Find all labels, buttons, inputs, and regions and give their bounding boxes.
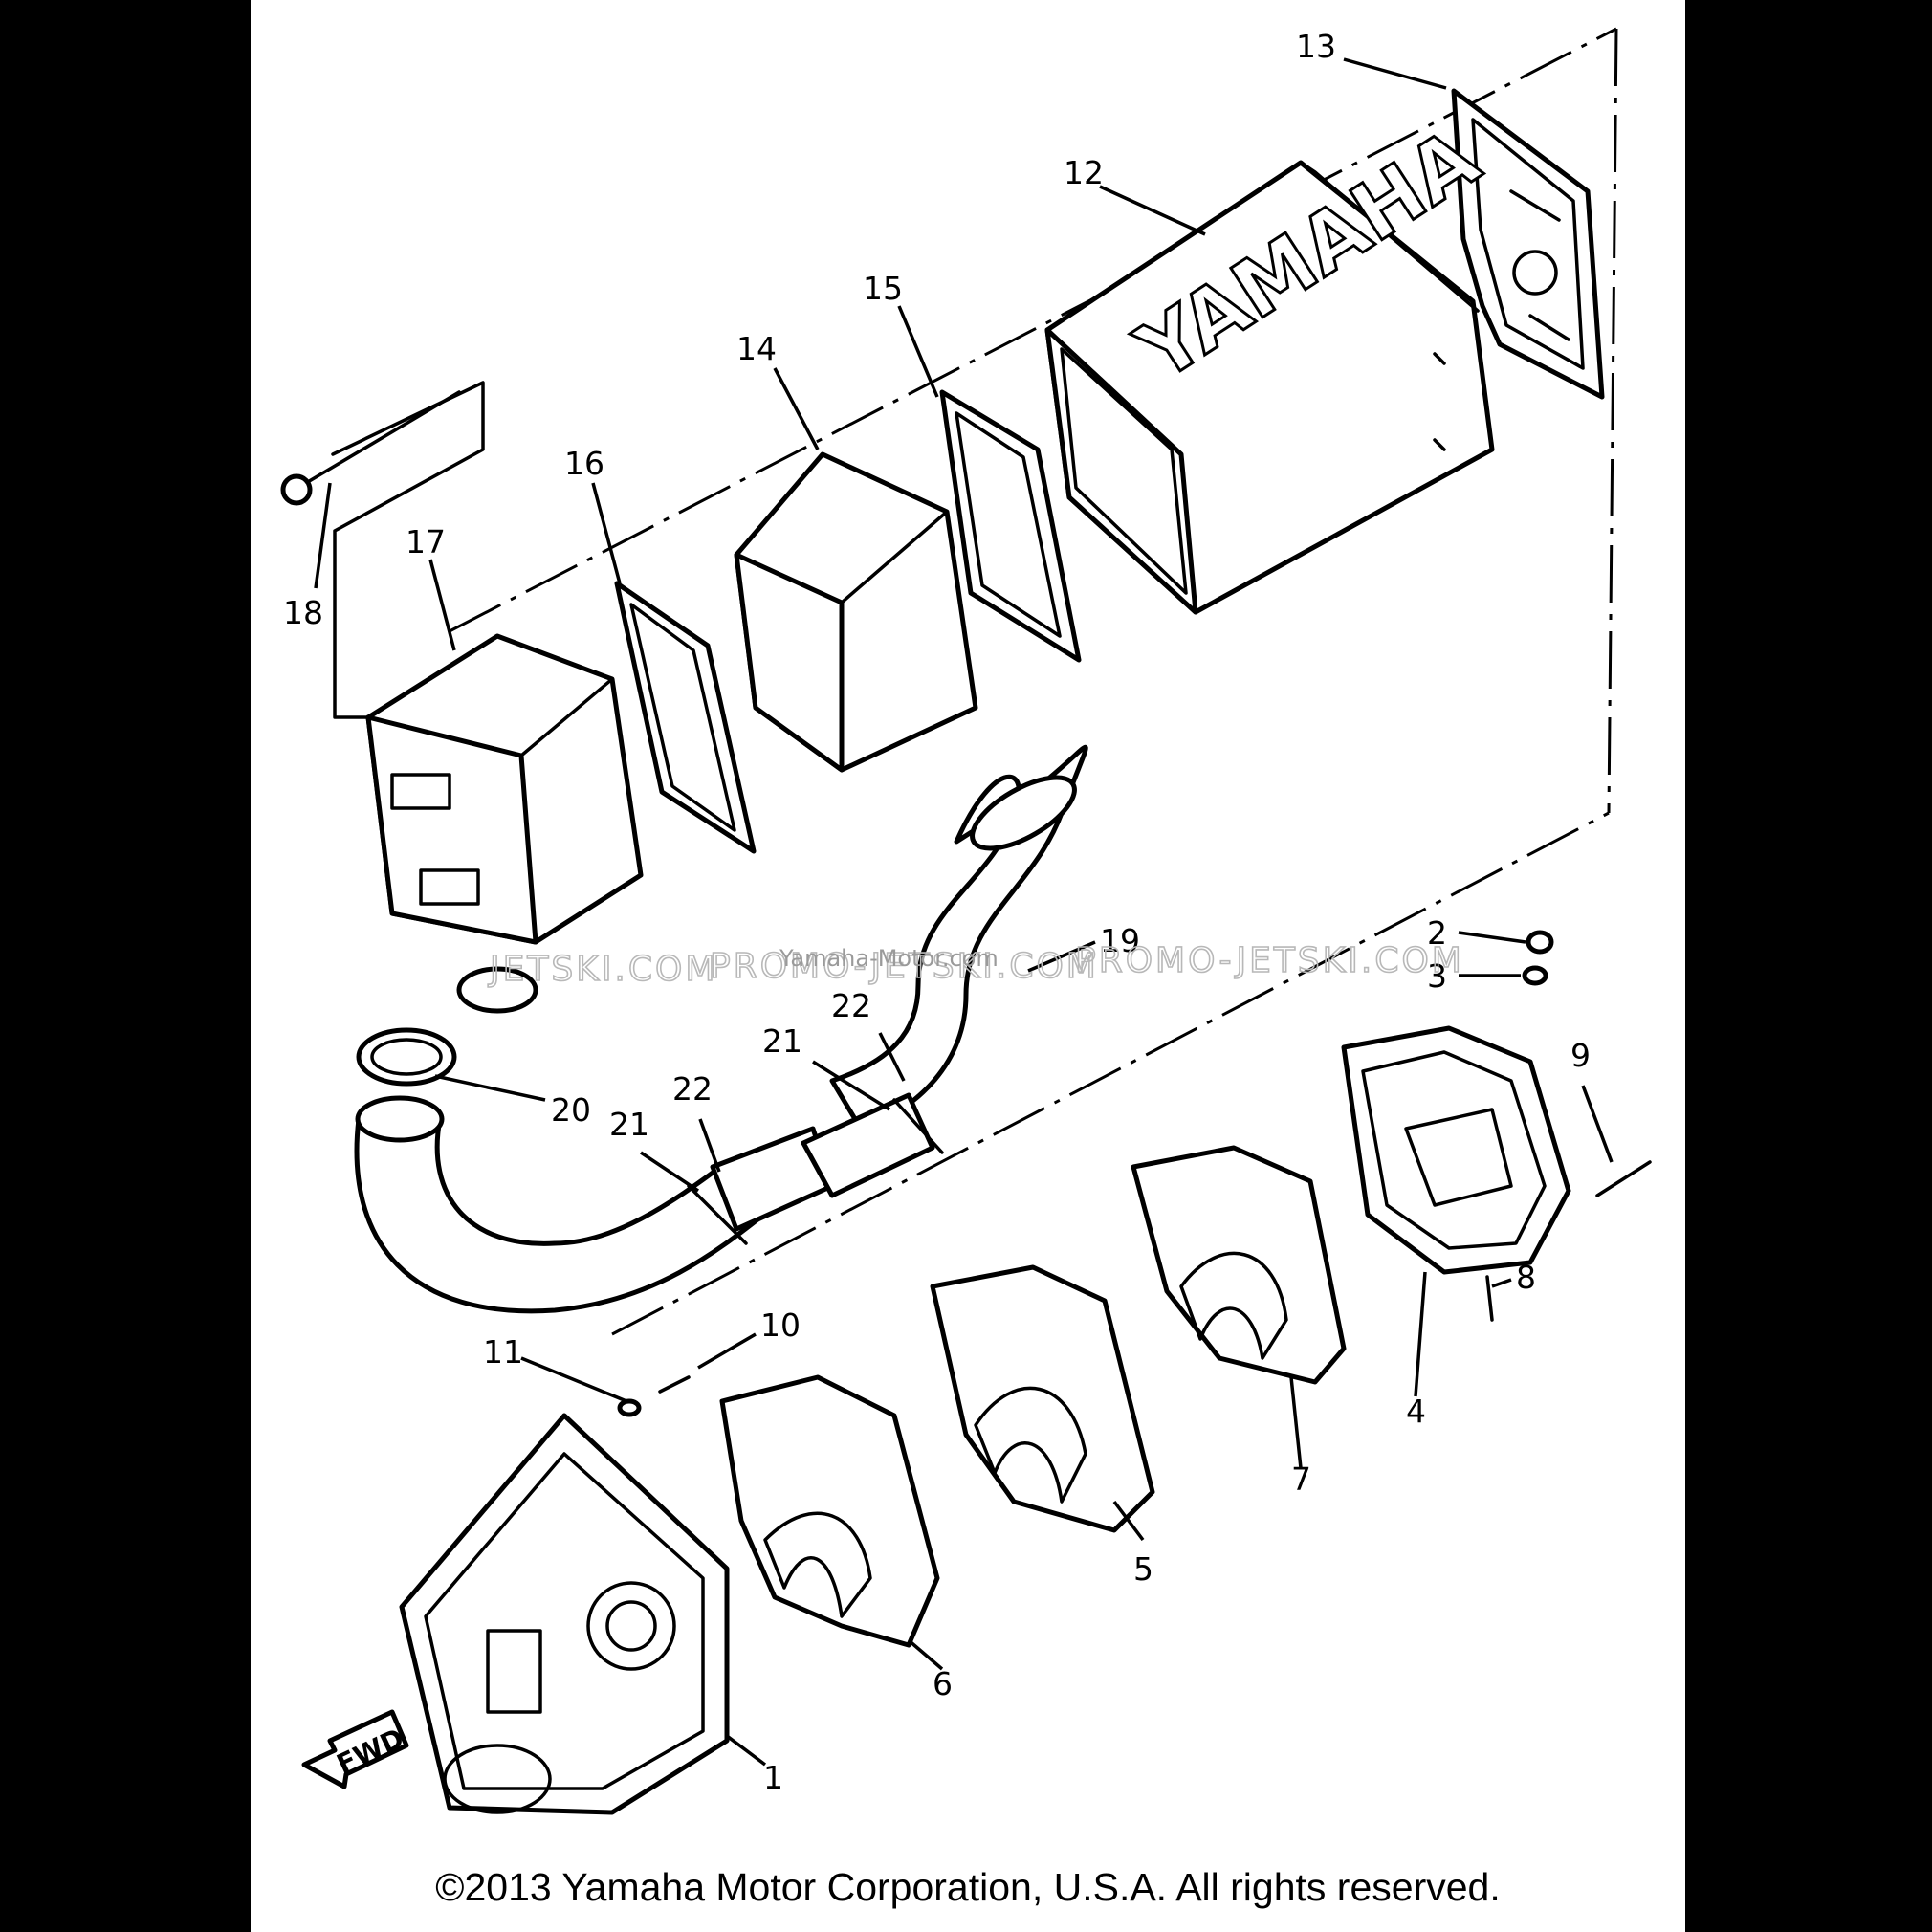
callout-21-left: 21 <box>609 1106 649 1143</box>
part-7-gasket <box>1131 1145 1347 1385</box>
part-11-washer <box>617 1398 642 1417</box>
part-4-housing <box>1341 1025 1571 1275</box>
watermark-right: PROMO-JETSKI.COM <box>1075 941 1464 980</box>
part-14-cover <box>734 451 978 773</box>
part-6-gasket <box>719 1374 940 1648</box>
callout-19: 19 <box>1100 922 1140 959</box>
callout-2: 2 <box>1427 914 1447 952</box>
callout-18: 18 <box>283 594 323 631</box>
leader-lines <box>314 57 1614 1767</box>
part-10-bolt <box>658 1375 691 1394</box>
watermark-center: PROMO-JETSKI.COM <box>710 947 1099 986</box>
watermark-overlay: Yamaha-Motor.com <box>779 945 999 972</box>
callout-17: 17 <box>406 523 446 560</box>
callout-13: 13 <box>1296 28 1336 65</box>
callout-5: 5 <box>1133 1550 1153 1588</box>
part-15-gasket <box>939 389 1082 663</box>
callout-20: 20 <box>551 1091 591 1129</box>
watermark: JETSKI.COM PROMO-JETSKI.COM PROMO-JETSKI… <box>487 940 1464 990</box>
callout-21-right: 21 <box>762 1022 802 1060</box>
callout-10: 10 <box>760 1306 801 1344</box>
callout-8: 8 <box>1516 1259 1536 1296</box>
part-19-hose <box>829 744 1088 1131</box>
small-hardware <box>617 930 1652 1417</box>
callout-9: 9 <box>1570 1037 1591 1074</box>
part-17-box <box>365 633 644 1014</box>
part-2-plug <box>1526 930 1554 955</box>
callout-11: 11 <box>483 1333 523 1371</box>
callout-16: 16 <box>564 445 604 482</box>
part-3-washer <box>1522 965 1548 986</box>
copyright-notice: ©2013 Yamaha Motor Corporation, U.S.A. A… <box>435 1865 1501 1909</box>
callout-22-right: 22 <box>831 987 871 1024</box>
callout-12: 12 <box>1064 154 1104 191</box>
part-5-gasket <box>930 1264 1155 1533</box>
part-21-22-lower-hose <box>354 1092 944 1314</box>
part-12-muffler: YAMAHA <box>1044 109 1496 615</box>
callout-14: 14 <box>736 330 777 367</box>
callout-4: 4 <box>1406 1393 1426 1430</box>
part-13-gasket <box>1451 88 1605 400</box>
watermark-left: JETSKI.COM <box>488 950 717 989</box>
part-8-pin <box>1485 1275 1494 1322</box>
part-1-case <box>399 1413 730 1815</box>
callout-6: 6 <box>933 1665 953 1702</box>
fwd-direction-arrow: FWD <box>301 1709 409 1789</box>
center-axis-lines <box>449 27 1618 1336</box>
callout-1: 1 <box>763 1759 783 1796</box>
callout-15: 15 <box>863 270 903 307</box>
part-20-clamp <box>356 1027 457 1087</box>
callout-3: 3 <box>1427 957 1447 995</box>
part-18-bolt <box>280 381 485 719</box>
part-9-bolt <box>1595 1160 1652 1197</box>
callout-22-left: 22 <box>672 1070 713 1108</box>
callout-numbers: 13 12 15 14 16 17 18 19 2 3 9 8 10 11 20… <box>283 28 1591 1796</box>
part-16-gasket <box>614 581 757 854</box>
callout-7: 7 <box>1291 1460 1311 1498</box>
